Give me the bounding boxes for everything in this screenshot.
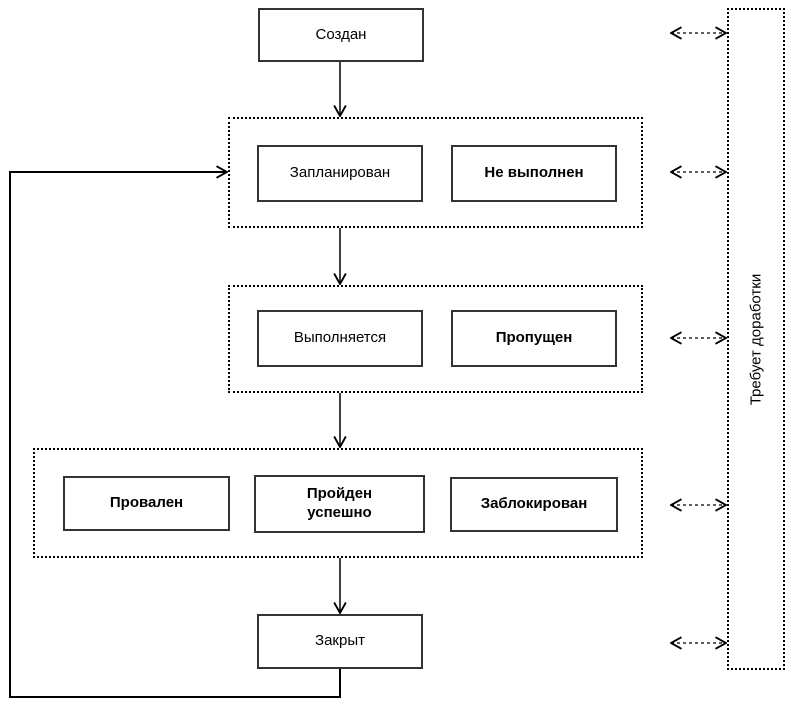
node-closed: Закрыт — [257, 614, 423, 669]
node-failed: Провален — [63, 476, 230, 531]
node-skipped: Пропущен — [451, 310, 617, 367]
node-passed: Пройден успешно — [254, 475, 425, 533]
group-result — [33, 448, 643, 558]
node-blocked: Заблокирован — [450, 477, 618, 532]
rework-column: Требует доработки — [727, 8, 785, 670]
rework-label: Требует доработки — [747, 273, 765, 405]
group-in-progress — [228, 285, 643, 393]
node-not-executed: Не выполнен — [451, 145, 617, 202]
node-planned: Запланирован — [257, 145, 423, 202]
group-planned — [228, 117, 643, 228]
node-in-progress: Выполняется — [257, 310, 423, 367]
edge-closed-loop-to-planned-group — [9, 172, 341, 698]
node-created: Создан — [258, 8, 424, 62]
